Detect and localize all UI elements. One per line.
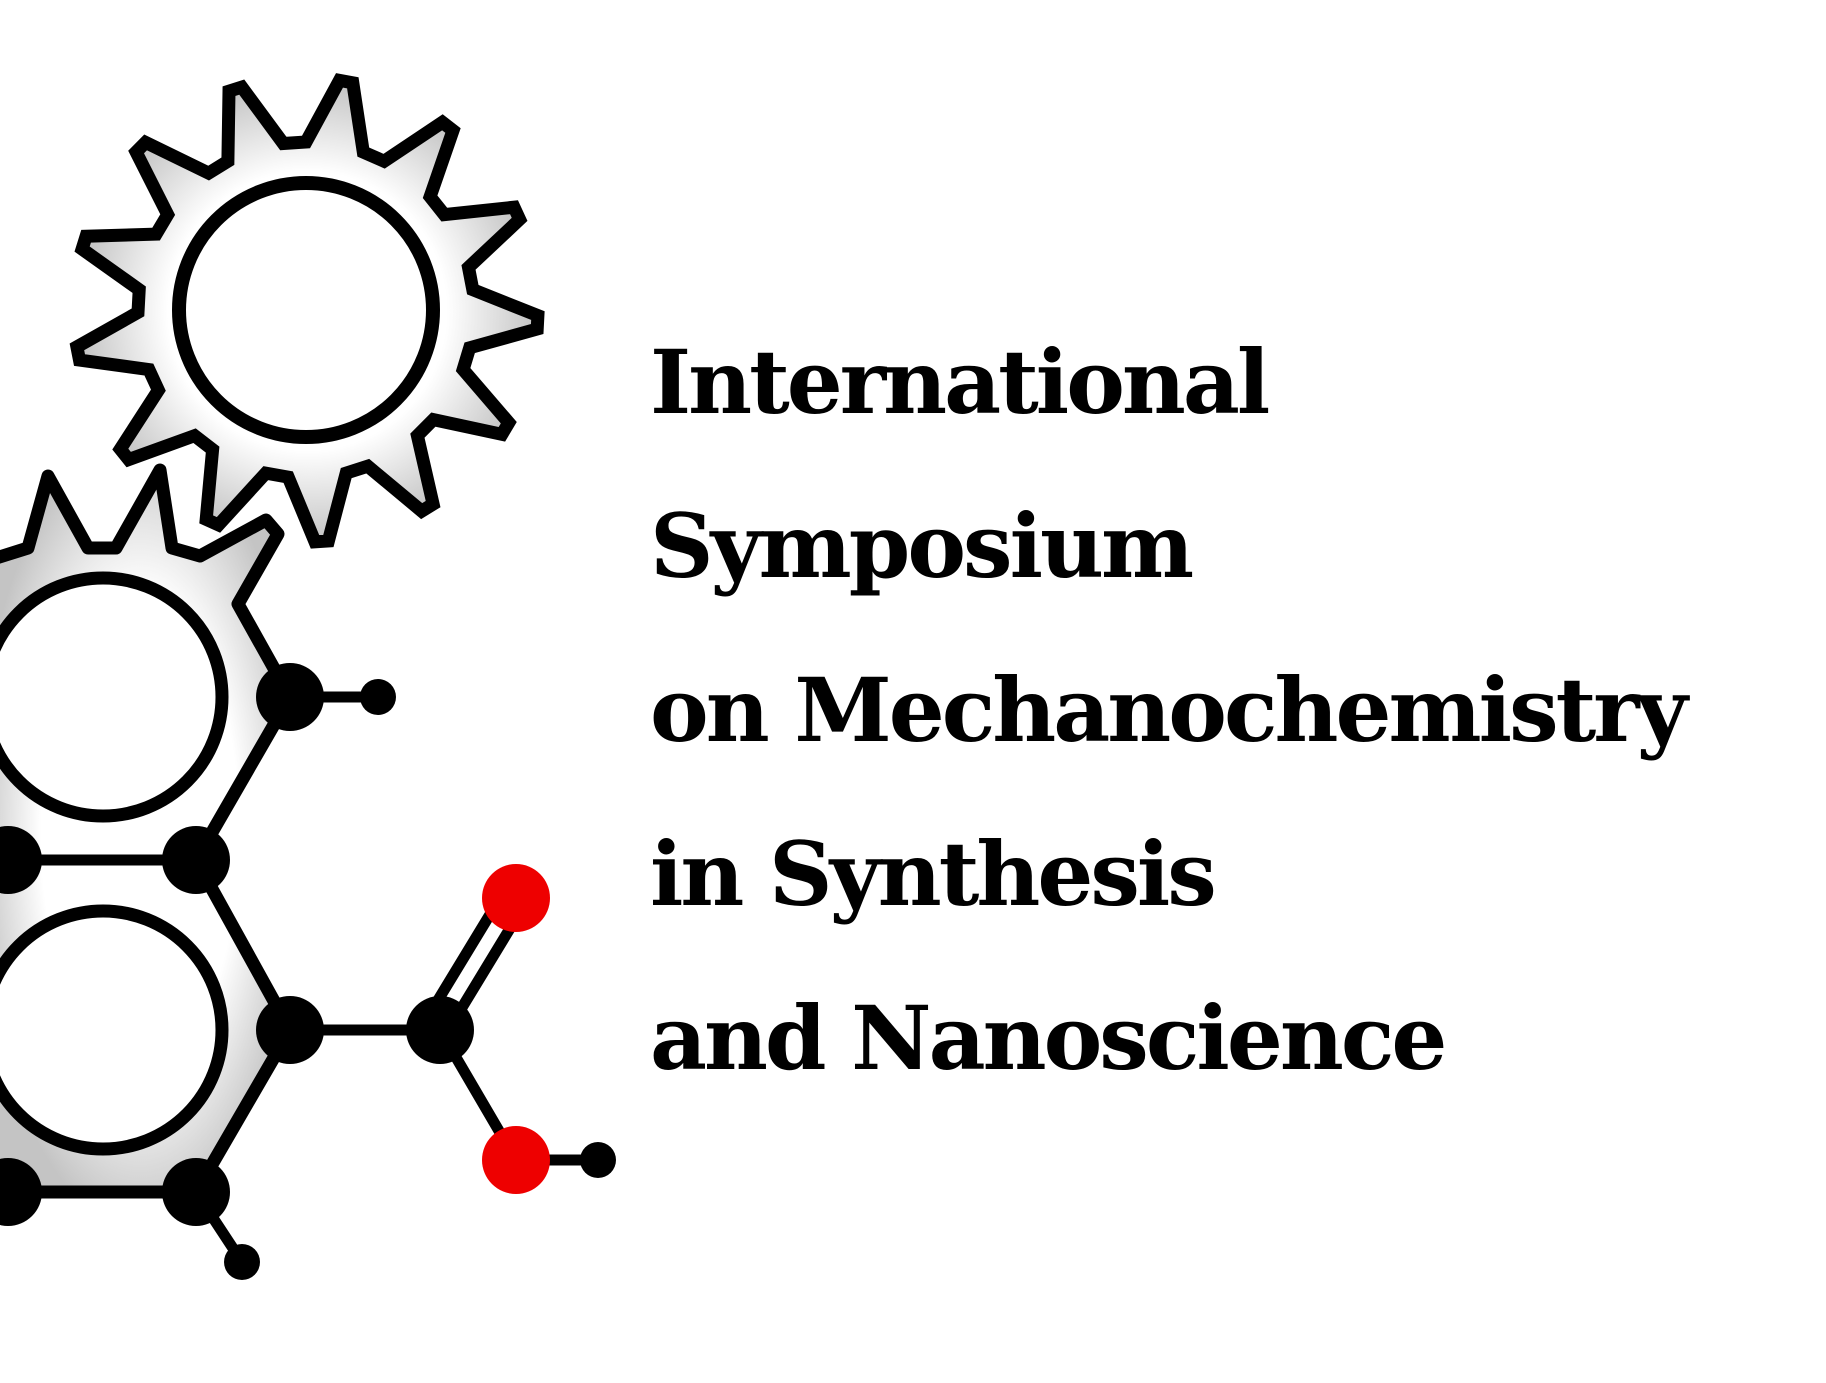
carbon-atom (0, 826, 42, 894)
title-line-5: and Nanoscience (650, 986, 1447, 1090)
hydrogen-atom (360, 679, 396, 715)
carbon-atom (162, 826, 230, 894)
hydrogen-atom (224, 1244, 260, 1280)
symposium-title: International Symposium on Mechanochemis… (650, 300, 1800, 1120)
title-line-2: Symposium (650, 494, 1194, 598)
gear-hole (172, 176, 440, 444)
title-line-3: on Mechanochemistry (650, 658, 1688, 762)
molecule-ring-upper (0, 571, 229, 823)
gear-icon (69, 73, 545, 549)
hydrogen-atom (580, 1142, 616, 1178)
carbon-atom (256, 663, 324, 731)
title-line-4: in Synthesis (650, 822, 1217, 926)
carbon-atom (0, 1158, 42, 1226)
carbon-atom (256, 996, 324, 1064)
carbon-atom (162, 1158, 230, 1226)
molecule-atoms (0, 663, 616, 1280)
molecule-ring-lower (0, 904, 229, 1156)
carbon-atom (406, 996, 474, 1064)
molecule-icon (0, 463, 616, 1280)
oxygen-atom (482, 864, 550, 932)
oxygen-atom (482, 1126, 550, 1194)
title-line-1: International (650, 330, 1270, 434)
